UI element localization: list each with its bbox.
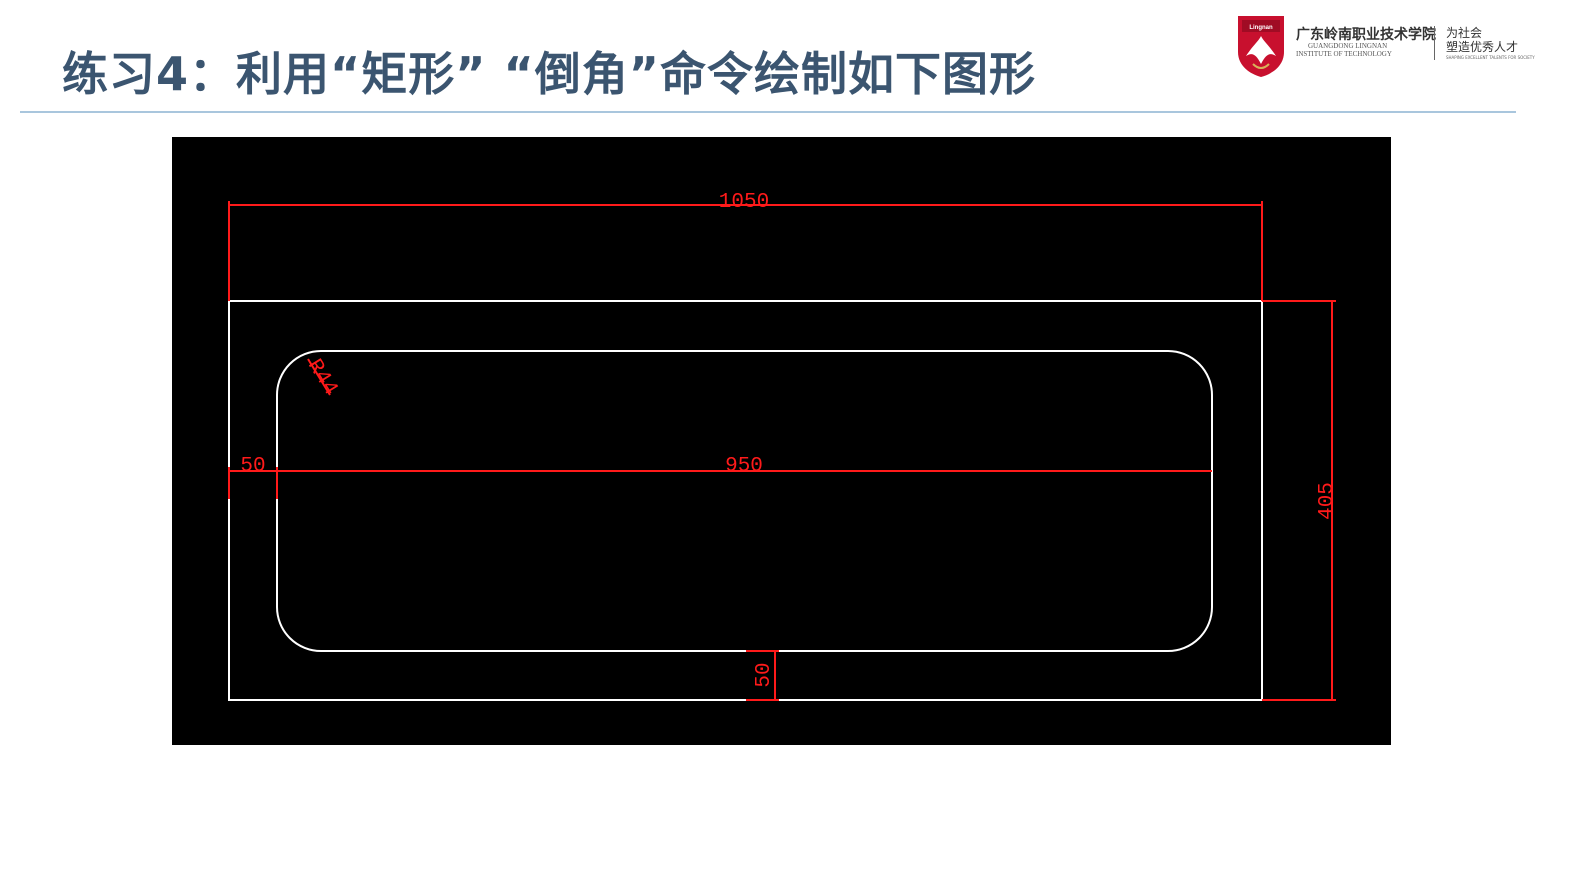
- dimension-bottom-offset: [746, 650, 779, 701]
- dimension-label-r44: R44: [302, 355, 342, 399]
- institution-logo: Lingnan 广东岭南职业技术学院 GUANGDONG LINGNAN INS…: [1236, 14, 1536, 84]
- dimension-label-1050: 1050: [719, 191, 769, 214]
- slide-title: 练习4：利用“矩形” “倒角”命令绘制如下图形: [62, 47, 1036, 101]
- dimension-label-950: 950: [725, 455, 763, 478]
- dimension-overall-width: [228, 201, 1263, 301]
- inner-filleted-rectangle: [276, 350, 1213, 652]
- dimension-label-405: 405: [1316, 482, 1339, 520]
- dimension-label-50-bottom: 50: [753, 662, 776, 687]
- dimension-overall-height: [1262, 300, 1336, 701]
- logo-name-cn: 广东岭南职业技术学院: [1296, 27, 1436, 43]
- cad-drawing: 1050 405 950 50 50 R44: [228, 191, 1339, 701]
- fillet-leader: [307, 358, 331, 396]
- shield-emblem-icon: Lingnan: [1238, 16, 1284, 77]
- logo-slogan-line2: 塑造优秀人才: [1446, 40, 1519, 54]
- dimension-inner-width: [228, 467, 1212, 499]
- logo-slogan: 为社会 塑造优秀人才: [1446, 26, 1518, 54]
- dimension-label-50-left: 50: [240, 455, 265, 478]
- logo-slogan-line1: 为社会: [1446, 26, 1483, 40]
- cad-drawing-panel: 1050 405 950 50 50 R44: [172, 137, 1391, 745]
- logo-name-en: GUANGDONG LINGNAN INSTITUTE OF TECHNOLOG…: [1296, 42, 1392, 58]
- shield-text: Lingnan: [1249, 25, 1273, 31]
- logo-name-en-line1: GUANGDONG LINGNAN: [1308, 42, 1388, 50]
- logo-name-en-line2: INSTITUTE OF TECHNOLOGY: [1296, 50, 1392, 58]
- outer-rectangle: [228, 300, 1263, 701]
- title-divider: [20, 111, 1516, 113]
- logo-slogan-en: SHAPING EXCELLENT TALENTS FOR SOCIETY: [1446, 55, 1535, 60]
- logo-divider: [1434, 26, 1435, 60]
